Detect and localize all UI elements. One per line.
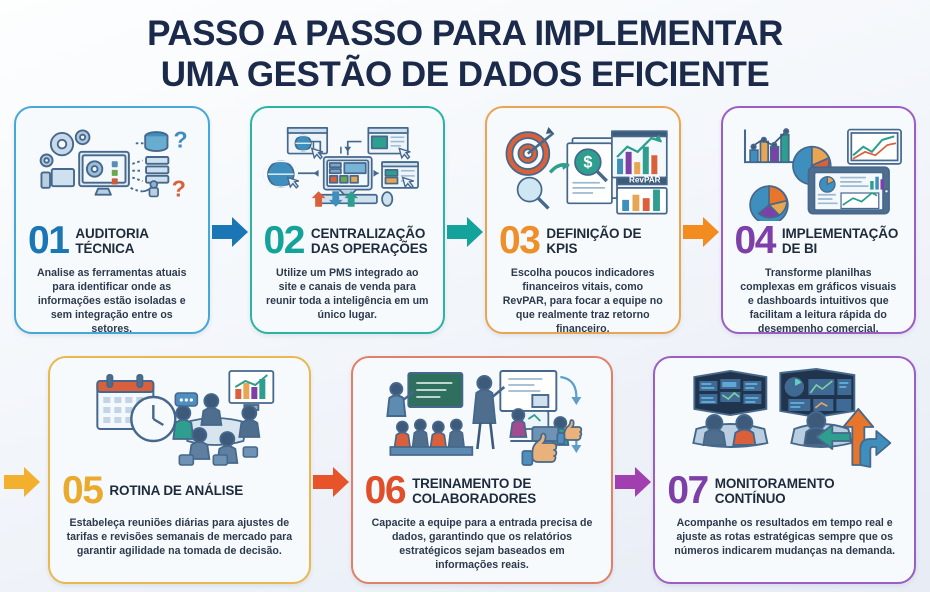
svg-text:$: $	[583, 153, 592, 171]
gears-devices-database-icon: ? ?	[26, 117, 198, 221]
step-headline: 06 TREINAMENTO DE COLABORADORES	[363, 469, 602, 512]
steps-row-bottom: 05 ROTINA DE ANÁLISE Estabeleça reuniões…	[4, 356, 917, 584]
arrow-into-05	[4, 380, 48, 584]
charts-pie-tablet-dashboard-icon	[733, 117, 905, 221]
arrow-05-to-06	[311, 380, 351, 584]
step-title: MONITORAMENTO CONTÍNUO	[714, 475, 835, 506]
step-headline: 07 MONITORAMENTO CONTÍNUO	[665, 469, 904, 512]
step-title: DEFINIÇÃO DE KPIS	[546, 225, 642, 256]
step-title: IMPLEMENTAÇÃO DE BI	[781, 225, 899, 256]
step-headline: 01 AUDITORIA TÉCNICA	[26, 219, 198, 262]
step-card-07[interactable]: 07 MONITORAMENTO CONTÍNUO Acompanhe os r…	[653, 356, 917, 584]
step-number: 07	[667, 469, 709, 512]
arrow-02-to-03	[445, 130, 485, 334]
arrow-left-green	[815, 424, 852, 450]
step-card-06[interactable]: 06 TREINAMENTO DE COLABORADORES Capacite…	[350, 356, 614, 584]
step-description: Acompanhe os resultados em tempo real e …	[674, 516, 896, 558]
step-card-03[interactable]: $ RevPAR	[485, 106, 681, 334]
step-description: Estabeleça reuniões diárias para ajustes…	[66, 516, 293, 558]
step-headline: 04 IMPLEMENTAÇÃO DE BI	[733, 219, 905, 262]
arrow-03-to-04	[681, 130, 721, 334]
svg-text:?: ?	[173, 127, 187, 153]
arrow-01-to-02	[210, 130, 250, 334]
step-card-05[interactable]: 05 ROTINA DE ANÁLISE Estabeleça reuniões…	[48, 356, 311, 584]
step-number: 03	[499, 219, 541, 262]
step-card-01[interactable]: ? ? 01 AUDITORIA TÉCNICA Analise as ferr…	[14, 106, 210, 334]
step-title: CENTRALIZAÇÃO DAS OPERAÇÕES	[310, 225, 428, 256]
step-headline: 05 ROTINA DE ANÁLISE	[60, 469, 299, 512]
step-description: Utilize um PMS integrado ao site e canai…	[266, 266, 429, 322]
page-title: PASSO A PASSO PARA IMPLEMENTAR UMA GESTÃ…	[0, 14, 930, 96]
title-line-1: PASSO A PASSO PARA IMPLEMENTAR	[147, 14, 783, 53]
step-card-02[interactable]: 02 CENTRALIZAÇÃO DAS OPERAÇÕES Utilize u…	[249, 106, 445, 334]
title-line-2: UMA GESTÃO DE DADOS EFICIENTE	[160, 54, 770, 94]
step-title: AUDITORIA TÉCNICA	[75, 225, 149, 256]
step-number: 04	[734, 219, 777, 262]
step-number: 05	[62, 469, 104, 512]
step-headline: 03 DEFINIÇÃO DE KPIS	[497, 219, 669, 262]
svg-text:?: ?	[172, 175, 186, 201]
globe-browsers-desktop-icon	[261, 117, 434, 221]
step-number: 02	[263, 219, 306, 262]
arrow-right-blue	[859, 430, 892, 468]
step-description: Escolha poucos indicadores financeiros v…	[502, 266, 663, 334]
revpar-label: RevPAR	[629, 176, 661, 185]
step-title: ROTINA DE ANÁLISE	[109, 483, 244, 499]
step-title: TREINAMENTO DE COLABORADORES	[412, 475, 537, 506]
step-card-04[interactable]: 04 IMPLEMENTAÇÃO DE BI Transforme planil…	[720, 106, 916, 334]
arrow-06-to-07	[613, 380, 653, 584]
step-headline: 02 CENTRALIZAÇÃO DAS OPERAÇÕES	[262, 219, 434, 262]
step-description: Capacite a equipe para a entrada precisa…	[371, 516, 593, 572]
target-magnifier-charts-icon: $ RevPAR	[497, 117, 669, 221]
step-description: Analise as ferramentas atuais para ident…	[36, 266, 187, 334]
step-description: Transforme planilhas complexas em gráfic…	[740, 266, 897, 334]
step-number: 01	[28, 219, 70, 262]
control-room-monitors-arrows-icon	[665, 367, 904, 471]
step-number: 06	[364, 469, 407, 512]
classroom-training-thumbsup-icon	[363, 367, 602, 471]
calendar-clock-meeting-icon	[60, 367, 299, 471]
steps-row-top: ? ? 01 AUDITORIA TÉCNICA Analise as ferr…	[14, 106, 916, 334]
